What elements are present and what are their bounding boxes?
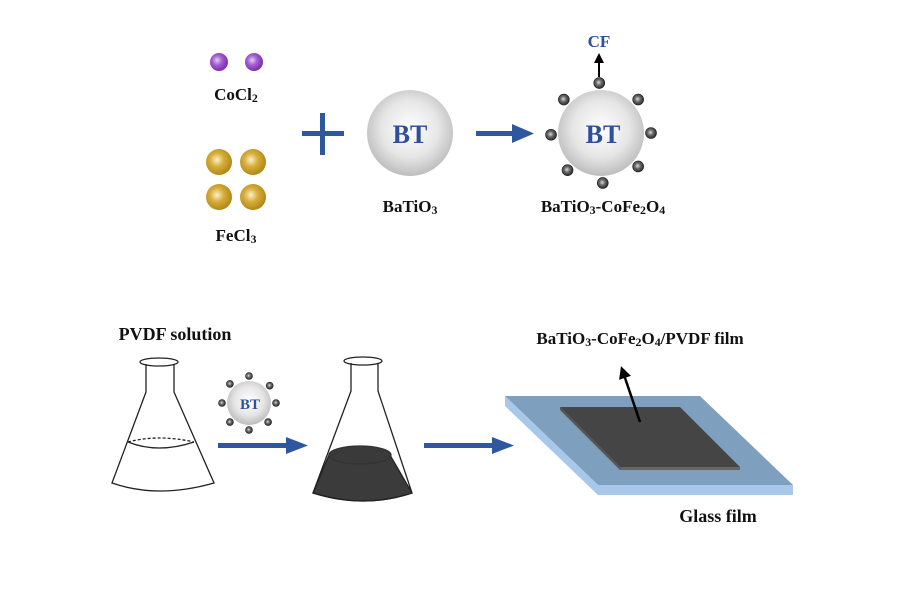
cofe2o4-nanoparticle (558, 93, 570, 106)
film-label: BaTiO3-CoFe2O4/PVDF film (536, 329, 743, 349)
bt-additive-text: BT (240, 397, 260, 413)
mixed-solution-flask-icon (312, 356, 413, 502)
batio3-label: BaTiO3 (383, 197, 438, 217)
cofe2o4-nanoparticle (596, 177, 609, 189)
batio3-cofe2o4-label: BaTiO3-CoFe2O4 (541, 197, 665, 217)
cofe2o4-nanoparticle (265, 381, 274, 390)
cf-label: CF (588, 32, 611, 51)
cofe2o4-nanoparticle (226, 418, 234, 426)
mixing-arrow-icon (218, 437, 308, 454)
plus-icon (302, 113, 344, 155)
batio3-cofe2o4-particle (558, 90, 644, 176)
cocl2-particles (210, 53, 263, 71)
cofe2o4-nanoparticle (632, 160, 644, 173)
cofe2o4-satellites (545, 77, 657, 189)
bt-product-text: BT (586, 120, 621, 149)
casting-arrow-icon (424, 437, 514, 454)
pvdf-solution-label: PVDF solution (119, 324, 232, 344)
cobalt-particle (210, 53, 228, 71)
batio3-particle (367, 90, 453, 176)
iron-particle (240, 149, 266, 175)
glass-film-label: Glass film (679, 506, 757, 526)
cofe2o4-nanoparticle (632, 93, 644, 106)
cofe2o4-nanoparticle (264, 418, 272, 426)
film-pointer-arrow-icon (619, 366, 642, 423)
pvdf-flask-icon (111, 357, 215, 492)
reaction-arrow-icon (476, 124, 534, 143)
cofe2o4-nanoparticle (245, 426, 253, 434)
iron-particle (240, 184, 266, 210)
cofe2o4-nanoparticle (545, 128, 557, 141)
cofe2o4-nanoparticle (226, 380, 234, 388)
cofe2o4-nanoparticle (561, 164, 574, 176)
cofe2o4-nanoparticle (593, 77, 606, 89)
cocl2-label: CoCl2 (214, 85, 258, 105)
fecl3-particles (206, 149, 266, 210)
bt-cf-additive-particle (227, 381, 271, 425)
fecl3-label: FeCl3 (216, 226, 257, 246)
cofe2o4-nanoparticle (245, 372, 253, 380)
iron-particle (206, 184, 232, 210)
bt-core-text: BT (393, 120, 428, 149)
additive-satellites (218, 372, 280, 434)
cobalt-particle (245, 53, 263, 71)
iron-particle (206, 149, 232, 175)
cofe2o4-nanoparticle (218, 399, 226, 407)
cofe2o4-nanoparticle (645, 127, 657, 139)
cofe2o4-nanoparticle (272, 399, 280, 407)
composite-film-icon (560, 407, 740, 470)
